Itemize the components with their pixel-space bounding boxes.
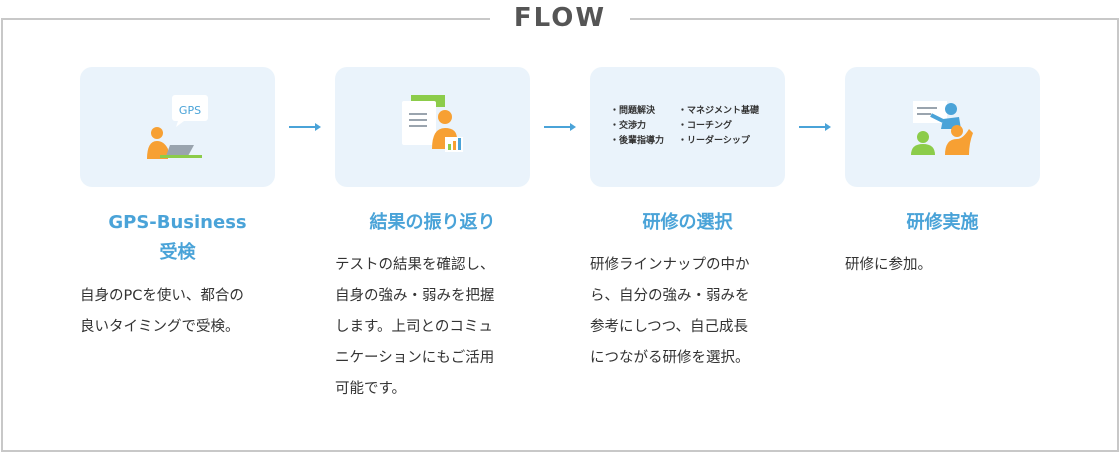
report-review-icon — [402, 95, 463, 152]
step-title-line: GPS-Business — [108, 212, 247, 233]
skill-item: ・後輩指導力 — [610, 136, 665, 146]
desc-line: 自身のPCを使い、都合の — [80, 288, 244, 304]
arrow-icon — [289, 123, 321, 131]
desc-line: します。上司とのコミュ — [335, 319, 493, 335]
desc-line: 良いタイミングで受検。 — [80, 319, 240, 335]
desc-line: 可能です。 — [335, 381, 407, 397]
step-card-2 — [335, 67, 530, 187]
person-laptop-gps-icon: GPS — [147, 95, 208, 159]
arrow-icon — [544, 123, 576, 131]
skill-item: ・リーダーシップ — [678, 136, 750, 146]
step-card-4 — [845, 67, 1040, 187]
arrow-icon — [799, 123, 831, 131]
step-title-3: 研修の選択 — [642, 212, 733, 233]
desc-line: ら、自分の強み・弱みを — [590, 288, 750, 304]
desc-line: テストの結果を確認し、 — [335, 257, 495, 273]
step-description-3: 研修ラインナップの中か ら、自分の強み・弱みを 参考にしつつ、自己成長 につなが… — [590, 250, 790, 374]
step-description-2: テストの結果を確認し、 自身の強み・弱みを把握 します。上司とのコミュ ニケーシ… — [335, 250, 535, 405]
desc-line: 研修ラインナップの中か — [590, 257, 750, 273]
step-card-3: ・問題解決 ・マネジメント基礎 ・交渉力 ・コーチング ・後輩指導力 ・リーダー… — [590, 67, 785, 187]
step-title-4: 研修実施 — [906, 212, 979, 233]
training-session-icon — [911, 101, 973, 155]
desc-line: につながる研修を選択。 — [590, 350, 750, 366]
page-title: FLOW — [490, 0, 630, 36]
step-title-line: 受検 — [159, 242, 196, 263]
step-description-4: 研修に参加。 — [845, 250, 1045, 281]
skill-item: ・交渉力 — [610, 121, 647, 131]
desc-line: 研修に参加。 — [845, 257, 932, 273]
skill-item: ・コーチング — [678, 121, 733, 131]
step-card-1: GPS — [80, 67, 275, 187]
gps-bubble-text: GPS — [179, 104, 201, 117]
skill-item: ・マネジメント基礎 — [678, 106, 760, 116]
desc-line: 自身の強み・弱みを把握 — [335, 288, 495, 304]
desc-line: 参考にしつつ、自己成長 — [590, 319, 749, 335]
step-title-1: GPS-Business 受検 — [80, 208, 275, 268]
step-title-2: 結果の振り返り — [369, 212, 496, 233]
desc-line: ニケーションにもご活用 — [335, 350, 495, 366]
step-description-1: 自身のPCを使い、都合の 良いタイミングで受検。 — [80, 281, 280, 343]
skill-item: ・問題解決 — [610, 106, 656, 116]
course-list-icon: ・問題解決 ・マネジメント基礎 ・交渉力 ・コーチング ・後輩指導力 ・リーダー… — [610, 105, 780, 147]
